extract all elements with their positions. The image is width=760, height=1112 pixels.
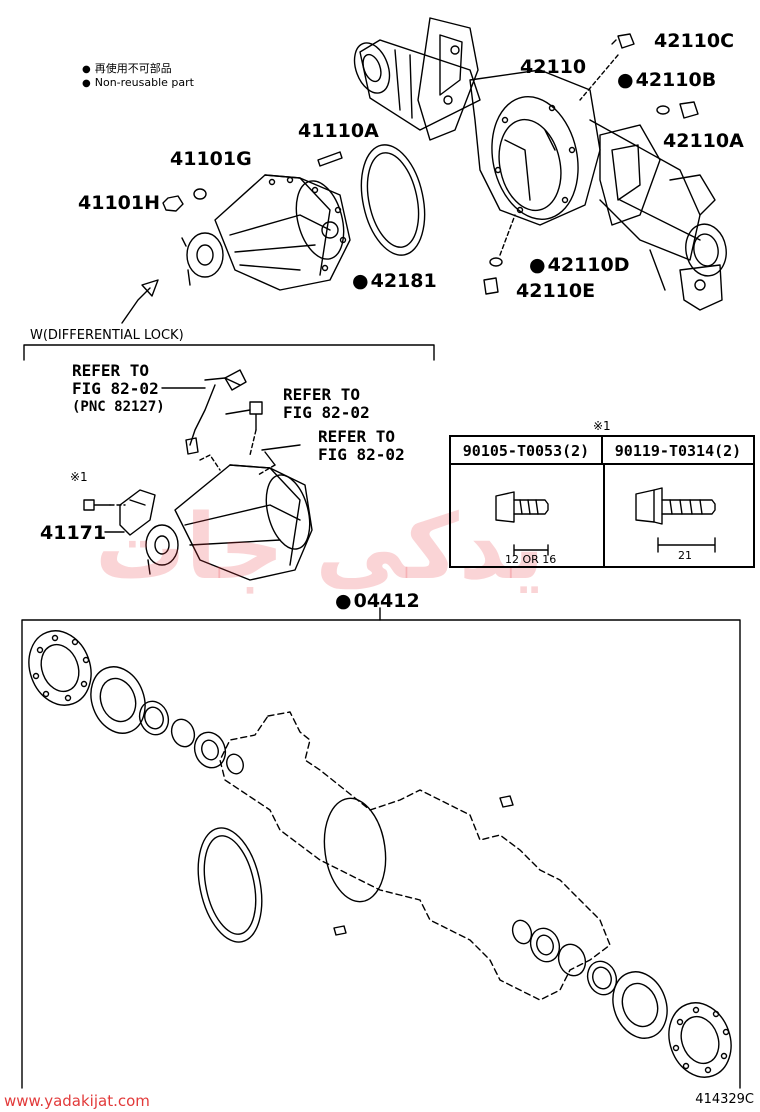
bolt-col2-dimension: 21 (678, 549, 692, 562)
legend-line-1: 再使用不可部品 (82, 60, 172, 76)
refer-to-1[interactable]: REFER TO FIG 82-02 (PNC 82127) (72, 362, 165, 416)
site-url[interactable]: www.yadakijat.com (4, 1092, 150, 1110)
refer-to-1-line2: FIG 82-02 (72, 379, 159, 398)
table-mark: ※1 (593, 419, 611, 433)
bolt-drawing-90119 (635, 487, 716, 553)
washer-42110B (656, 105, 670, 115)
stud-bolt-41110A (317, 151, 343, 167)
part-label-42110C[interactable]: 42110C (654, 30, 735, 52)
bolt-col1-dimension: 12 OR 16 (505, 553, 557, 566)
refer-to-2[interactable]: REFER TO FIG 82-02 (283, 386, 370, 422)
table-divider (603, 463, 605, 568)
part-label-42110B[interactable]: 42110B (617, 69, 717, 91)
part-label-41101H[interactable]: 41101H (78, 192, 161, 214)
leader-42110C (579, 54, 619, 101)
refer-to-2-line2: FIG 82-02 (283, 403, 370, 422)
gasket-42181 (360, 144, 426, 256)
part-label-41101G[interactable]: 41101G (170, 148, 252, 170)
refer-to-2-line1: REFER TO (283, 385, 361, 404)
part-label-42110A[interactable]: 42110A (663, 130, 744, 152)
bolt-spec-table: 90105-T0053(2) 90119-T0314(2) (449, 435, 755, 568)
variant-arrow (121, 287, 151, 324)
variant-label: W(DIFFERENTIAL LOCK) (30, 328, 184, 343)
diff-lock-carrier-drawing (83, 369, 313, 581)
part-label-41110A[interactable]: 41110A (298, 120, 379, 142)
kit-bracket (21, 619, 741, 1089)
part-label-42181[interactable]: 42181 (352, 270, 437, 292)
bolt-drawing-90105 (495, 491, 549, 556)
refer-to-1-line3: (PNC 82127) (72, 399, 165, 415)
refer-to-1-line1: REFER TO (72, 361, 150, 380)
note-mark: ※1 (70, 470, 88, 484)
plug-42110A (679, 101, 699, 119)
part-label-04412[interactable]: 04412 (335, 590, 420, 612)
bolt-col1-header[interactable]: 90105-T0053(2) (451, 437, 603, 465)
figure-number: 414329C (695, 1092, 754, 1107)
refer-to-3[interactable]: REFER TO FIG 82-02 (318, 428, 405, 464)
axle-housing-drawing (353, 17, 727, 311)
washer-41101G (193, 188, 207, 200)
watermark-logo: یدکی جات (95, 495, 551, 600)
refer-to-3-line2: FIG 82-02 (318, 445, 405, 464)
part-label-41171[interactable]: 41171 (40, 522, 107, 544)
vent-plug-42110C (611, 33, 635, 49)
plug-42110E (483, 277, 499, 295)
bolt-col2-header[interactable]: 90119-T0314(2) (603, 437, 753, 465)
kit-parts-drawing (28, 630, 732, 1078)
part-label-42110D[interactable]: 42110D (529, 254, 630, 276)
variant-bracket (23, 344, 435, 361)
legend-line-2: Non-reusable part (82, 76, 194, 89)
washer-42110D (489, 257, 503, 267)
part-label-42110E[interactable]: 42110E (516, 280, 596, 302)
part-label-42110[interactable]: 42110 (520, 56, 587, 78)
differential-carrier-drawing (181, 174, 351, 291)
nut-41101H (162, 195, 184, 212)
refer-to-3-line1: REFER TO (318, 427, 396, 446)
